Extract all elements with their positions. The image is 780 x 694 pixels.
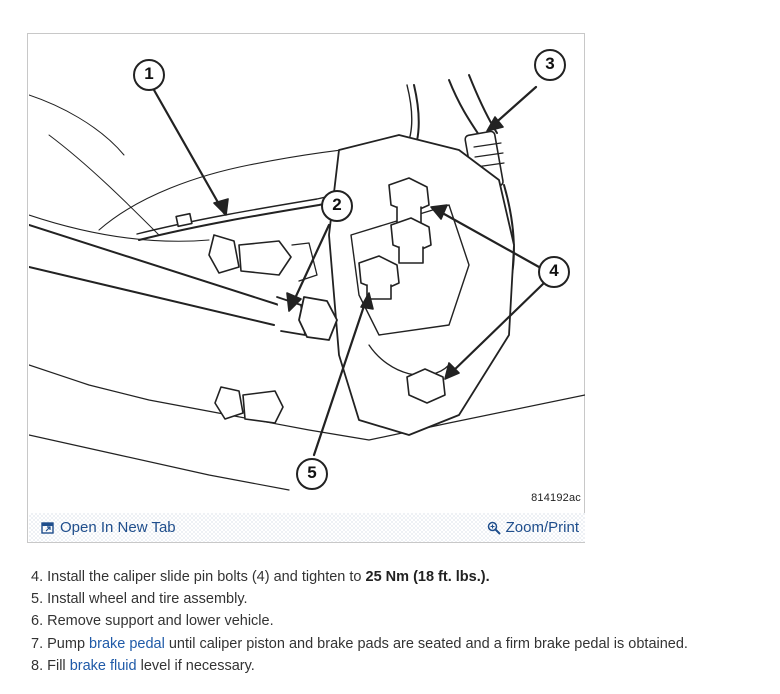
- figure-frame: 1 2 3 4 5 814192ac Open In New Tab: [27, 33, 585, 543]
- callout-2: 2: [332, 195, 342, 214]
- magnifier-icon: [487, 521, 501, 535]
- step-item: 7. Pump brake pedal until caliper piston…: [31, 633, 771, 655]
- step-number: 7.: [31, 635, 44, 652]
- torque-spec: 25 Nm (18 ft. lbs.).: [365, 569, 490, 585]
- zoom-print-label: Zoom/Print: [505, 519, 579, 536]
- open-new-tab-label: Open In New Tab: [60, 519, 176, 536]
- step-item: 5. Install wheel and tire assembly.: [31, 588, 771, 610]
- step-number: 8.: [31, 657, 44, 674]
- step-text: Install the caliper slide pin bolts (4) …: [47, 569, 366, 585]
- step-item: 4. Install the caliper slide pin bolts (…: [31, 566, 771, 588]
- step-text: Install wheel and tire assembly.: [47, 591, 248, 608]
- brake-pedal-link[interactable]: brake pedal: [89, 635, 165, 652]
- figure-code: 814192ac: [531, 492, 581, 504]
- zoom-print-link[interactable]: Zoom/Print: [487, 519, 579, 536]
- step-number: 5.: [31, 591, 44, 608]
- step-text: Fill: [47, 657, 70, 674]
- figure-toolbar: Open In New Tab Zoom/Print: [29, 513, 585, 542]
- step-text: until caliper piston and brake pads are …: [164, 635, 688, 652]
- open-new-tab-icon: [41, 521, 55, 535]
- callout-4: 4: [549, 261, 559, 280]
- instruction-steps: 4. Install the caliper slide pin bolts (…: [31, 566, 771, 677]
- step-item: 6. Remove support and lower vehicle.: [31, 610, 771, 632]
- step-item: 8. Fill brake fluid level if necessary.: [31, 655, 771, 677]
- step-text: level if necessary.: [136, 657, 255, 674]
- step-number: 6.: [31, 613, 44, 630]
- brake-fluid-link[interactable]: brake fluid: [69, 657, 137, 674]
- step-number: 4.: [31, 569, 44, 585]
- step-text: Remove support and lower vehicle.: [47, 613, 274, 630]
- open-new-tab-link[interactable]: Open In New Tab: [41, 519, 176, 536]
- step-text: Pump: [47, 635, 90, 652]
- callout-3: 3: [545, 54, 555, 73]
- caliper-diagram: 1 2 3 4 5 814192ac: [29, 35, 585, 513]
- callout-1: 1: [144, 64, 154, 83]
- callout-5: 5: [307, 463, 317, 482]
